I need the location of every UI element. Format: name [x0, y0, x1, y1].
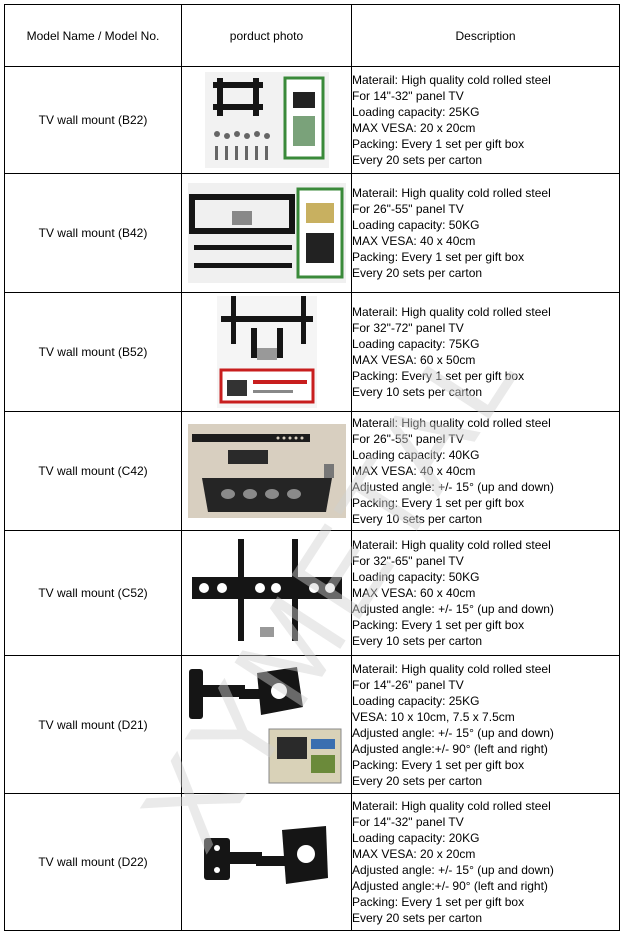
desc-line: Materail: High quality cold rolled steel: [352, 186, 551, 200]
product-spec-table: Model Name / Model No. porduct photo Des…: [4, 4, 620, 931]
desc-line: Loading capacity: 40KG: [352, 448, 480, 462]
desc-line: Adjusted angle:+/- 90° (left and right): [352, 741, 548, 756]
model-name: TV wall mount (B52): [4, 292, 182, 412]
model-name: TV wall mount (D22): [4, 793, 182, 931]
desc-line: Loading capacity: 20KG: [352, 831, 480, 845]
desc-line: Packing: Every 1 set per gift box: [352, 618, 525, 632]
fixed-wall-mount-kit-photo: [187, 183, 346, 283]
desc-line: Packing: Every 1 set per gift box: [352, 137, 525, 151]
articulating-arm-mount-photo: [186, 660, 347, 789]
desc-line: For 26"-55" panel TV: [352, 432, 464, 446]
desc-line: For 14"-32" panel TV: [352, 815, 464, 829]
model-name: TV wall mount (B22): [4, 66, 182, 174]
desc-line: Adjusted angle:+/- 90° (left and right): [352, 879, 548, 893]
desc-line: Packing: Every 1 set per gift box: [352, 496, 525, 510]
desc-line: Materail: High quality cold rolled steel: [352, 661, 551, 676]
desc-line: Adjusted angle: +/- 15° (up and down): [352, 480, 554, 494]
desc-line: MAX VESA: 60 x 50cm: [352, 353, 476, 367]
model-name: TV wall mount (C52): [4, 530, 182, 656]
desc-line: For 26"-55" panel TV: [352, 202, 464, 216]
product-photo-cell: [181, 411, 352, 531]
product-photo-cell: [181, 793, 352, 931]
desc-line: Loading capacity: 75KG: [352, 337, 480, 351]
desc-line: Materail: High quality cold rolled steel: [352, 538, 551, 552]
desc-line: For 14"-32" panel TV: [352, 89, 464, 103]
model-name: TV wall mount (B42): [4, 173, 182, 293]
desc-line: Packing: Every 1 set per gift box: [352, 369, 525, 383]
desc-line: MAX VESA: 40 x 40cm: [352, 234, 476, 248]
product-photo-cell: [181, 66, 352, 174]
desc-line: Loading capacity: 50KG: [352, 218, 480, 232]
desc-line: Packing: Every 1 set per gift box: [352, 250, 525, 264]
desc-line: Adjusted angle: +/- 15° (up and down): [352, 725, 554, 740]
product-photo-cell: [181, 292, 352, 412]
desc-line: Packing: Every 1 set per gift box: [352, 895, 525, 909]
desc-line: For 32"-65" panel TV: [352, 554, 464, 568]
desc-line: Every 20 sets per carton: [352, 266, 483, 280]
table-row: TV wall mount (C52) Materail: High quali…: [4, 530, 620, 656]
desc-line: For 14"-26" panel TV: [352, 677, 464, 692]
tilting-wall-mount-photo: [187, 424, 346, 518]
desc-line: Packing: Every 1 set per gift box: [352, 757, 525, 772]
desc-line: Every 20 sets per carton: [352, 153, 483, 167]
header-photo: porduct photo: [181, 4, 352, 67]
table-row: TV wall mount (B22): [4, 66, 620, 174]
desc-line: Every 20 sets per carton: [352, 911, 483, 925]
articulating-arm-mount-photo: [201, 824, 332, 900]
desc-line: Adjusted angle: +/- 15° (up and down): [352, 602, 554, 616]
table-row: TV wall mount (B42) Materail: High quali…: [4, 173, 620, 293]
tilting-wall-mount-photo: [187, 537, 346, 649]
desc-line: Loading capacity: 25KG: [352, 105, 480, 119]
table-header-row: Model Name / Model No. porduct photo Des…: [4, 4, 620, 67]
model-name: TV wall mount (C42): [4, 411, 182, 531]
desc-line: MAX VESA: 20 x 20cm: [352, 847, 476, 861]
desc-line: MAX VESA: 40 x 40cm: [352, 464, 476, 478]
product-description: Materail: High quality cold rolled steel…: [351, 66, 620, 174]
desc-line: Adjusted angle: +/- 15° (up and down): [352, 863, 554, 877]
header-description: Description: [351, 4, 620, 67]
header-model: Model Name / Model No.: [4, 4, 182, 67]
product-description: Materail: High quality cold rolled steel…: [351, 530, 620, 656]
desc-line: MAX VESA: 60 x 40cm: [352, 586, 476, 600]
table-row: TV wall mount (D21) Materail: High quali…: [4, 655, 620, 794]
desc-line: Loading capacity: 25KG: [352, 693, 480, 708]
product-description: Materail: High quality cold rolled steel…: [351, 411, 620, 531]
product-description: Materail: High quality cold rolled steel…: [351, 655, 620, 794]
product-photo-cell: [181, 173, 352, 293]
table-row: TV wall mount (C42) Materail: High quali…: [4, 411, 620, 531]
desc-line: MAX VESA: 20 x 20cm: [352, 121, 476, 135]
product-photo-cell: [181, 655, 352, 794]
table-row: TV wall mount (D22) Materail: High quali…: [4, 793, 620, 931]
product-description: Materail: High quality cold rolled steel…: [351, 173, 620, 293]
desc-line: Every 20 sets per carton: [352, 773, 483, 788]
fixed-wall-mount-kit-photo: [216, 296, 317, 408]
desc-line: Materail: High quality cold rolled steel: [352, 73, 551, 87]
product-description: Materail: High quality cold rolled steel…: [351, 793, 620, 931]
desc-line: Every 10 sets per carton: [352, 385, 483, 399]
desc-line: Every 10 sets per carton: [352, 512, 483, 526]
desc-line: Materail: High quality cold rolled steel: [352, 305, 551, 319]
desc-line: Every 10 sets per carton: [352, 634, 483, 648]
product-description: Materail: High quality cold rolled steel…: [351, 292, 620, 412]
desc-line: Loading capacity: 50KG: [352, 570, 480, 584]
desc-line: VESA: 10 x 10cm, 7.5 x 7.5cm: [352, 709, 515, 724]
fixed-wall-mount-kit-photo: [204, 72, 329, 168]
model-name: TV wall mount (D21): [4, 655, 182, 794]
desc-line: For 32"-72" panel TV: [352, 321, 464, 335]
product-photo-cell: [181, 530, 352, 656]
desc-line: Materail: High quality cold rolled steel: [352, 416, 551, 430]
table-row: TV wall mount (B52) Materail: High quali…: [4, 292, 620, 412]
desc-line: Materail: High quality cold rolled steel: [352, 799, 551, 813]
